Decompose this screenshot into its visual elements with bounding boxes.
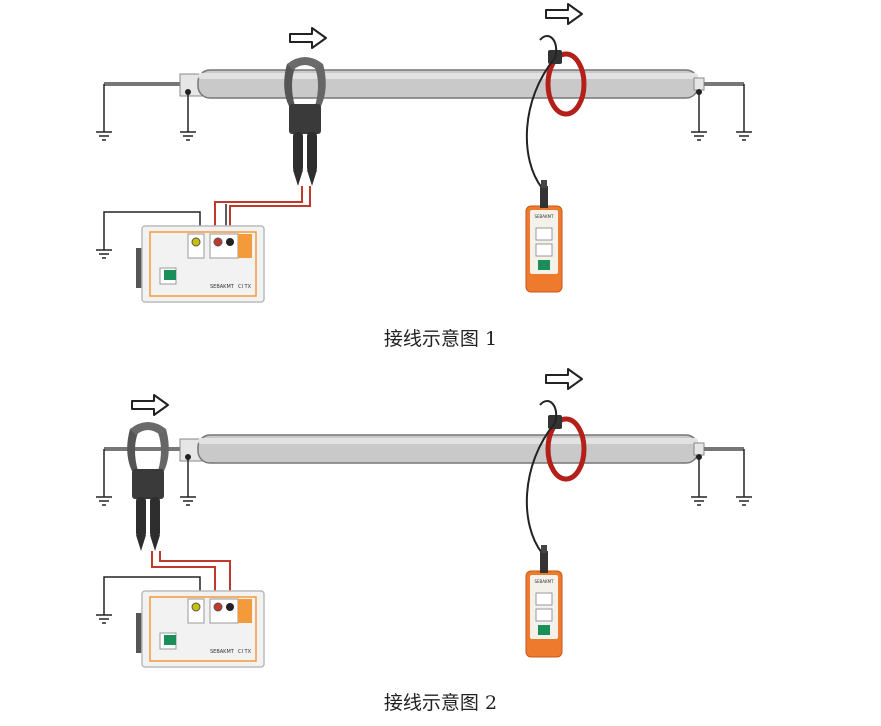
device-model-label: CI TX [238, 649, 252, 655]
current-clamp [127, 422, 169, 551]
direction-arrow-icon [289, 27, 327, 49]
handheld-receiver [525, 544, 563, 658]
transmitter-device: SEBAKMT CI TX [136, 590, 265, 668]
ground-icon [179, 482, 197, 506]
rogowski-coil [545, 51, 587, 117]
handheld-brand-label: SEBAKMT [534, 579, 554, 584]
ground-icon [179, 117, 197, 141]
ground-wire [103, 211, 201, 238]
ground-icon [95, 600, 113, 624]
wiring-diagram-1: SEBAKMT SEBAKMT CI TX [0, 0, 881, 330]
signal-wire [151, 551, 216, 603]
wiring-diagram-2: SEBAKMT SEBAKMT CI TX [0, 365, 881, 695]
transmitter-device: SEBAKMT CI TX [136, 225, 265, 303]
ground-icon [690, 482, 708, 506]
signal-wire [214, 186, 303, 238]
rogowski-coil [545, 416, 587, 482]
caption-diagram-1: 接线示意图 1 [383, 328, 498, 350]
direction-arrow-icon [545, 368, 583, 390]
handheld-receiver [525, 179, 563, 293]
caption-diagram-2: 接线示意图 2 [383, 692, 498, 714]
ground-icon [95, 482, 113, 506]
device-model-label: CI TX [238, 284, 252, 290]
ground-icon [690, 117, 708, 141]
ground-icon [735, 482, 753, 506]
device-brand-label: SEBAKMT [210, 284, 235, 290]
ground-icon [735, 117, 753, 141]
direction-arrow-icon [131, 394, 169, 416]
signal-wire [229, 186, 311, 238]
signal-wire [159, 551, 231, 603]
direction-arrow-icon [545, 3, 583, 25]
device-brand-label: SEBAKMT [210, 649, 235, 655]
ground-wire [103, 576, 201, 603]
handheld-brand-label: SEBAKMT [534, 214, 554, 219]
ground-icon [95, 235, 113, 259]
ground-icon [95, 117, 113, 141]
